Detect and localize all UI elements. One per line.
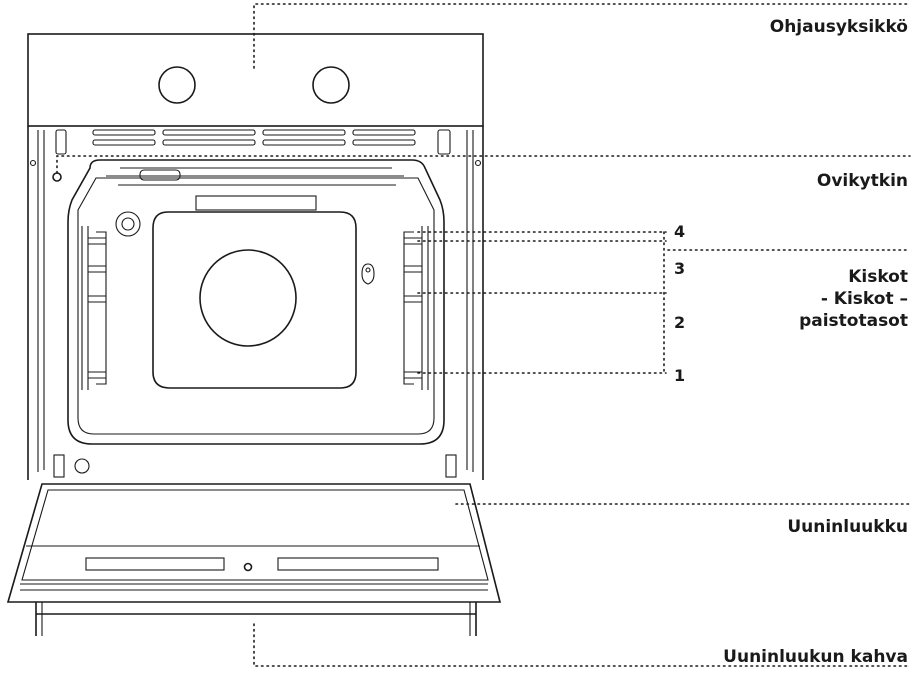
oven-door [6,483,502,603]
shelf-level-2: 2 [674,313,686,332]
control-panel [27,33,484,127]
oven-body [27,126,484,480]
shelf-level-1: 1 [674,366,686,385]
control-unit-label: Ohjausyksikkö [769,17,908,37]
leader-lines [56,3,911,667]
rails-label-line1: Kiskot [848,267,908,287]
rails-label-line2: - Kiskot – [820,289,908,309]
shelf-level-4: 4 [674,222,686,241]
oven-door-label: Uuninluukku [787,517,908,537]
lower-hinges [53,454,457,478]
shelf-level-3: 3 [674,259,686,278]
left-rails [81,226,107,390]
rails-label: Kiskot - Kiskot – paistotasot [799,266,908,332]
right-rails [403,226,429,390]
door-handle-shape [35,602,477,636]
rails-label-line3: paistotasot [799,311,908,331]
oven-cavity [67,159,445,445]
door-handle-label: Uuninluukun kahva [723,647,908,667]
door-switch-label: Ovikytkin [816,171,908,191]
